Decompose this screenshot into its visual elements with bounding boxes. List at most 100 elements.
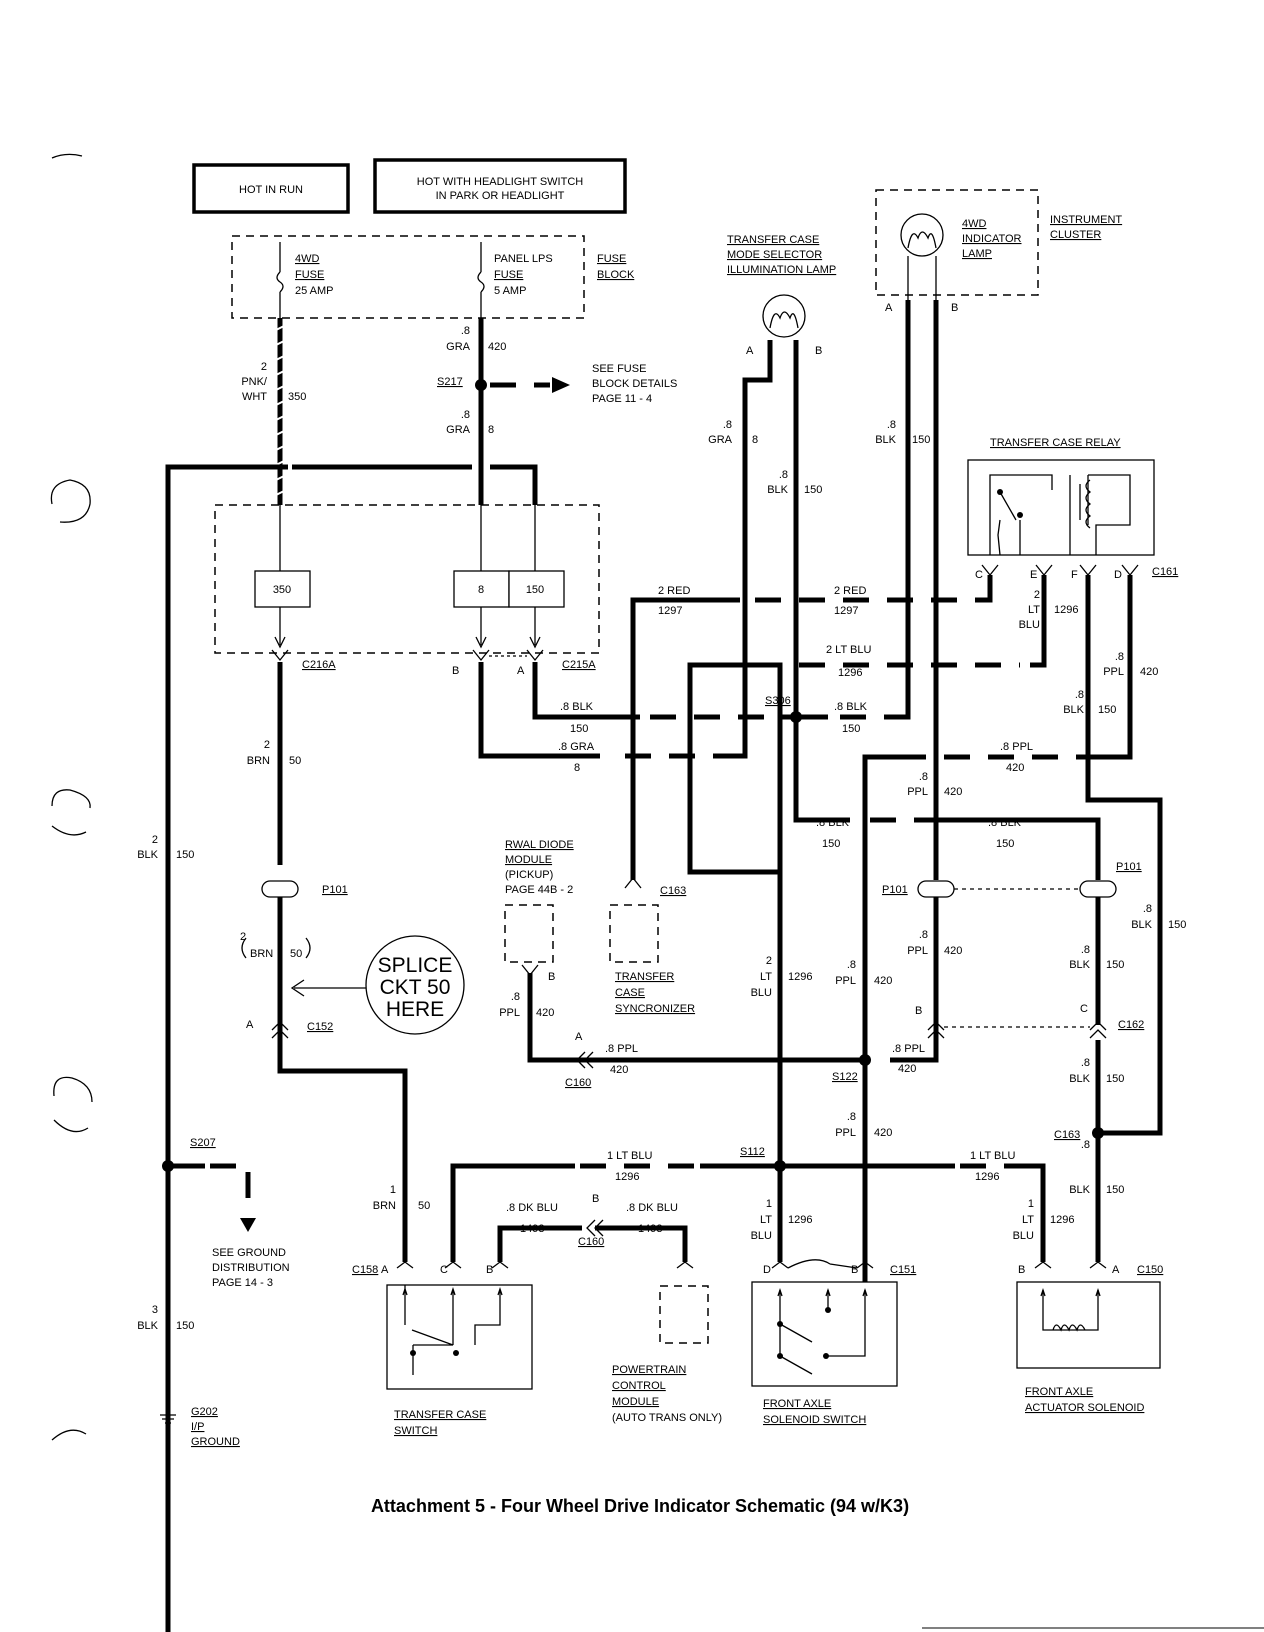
svg-text:1: 1 [766,1198,772,1210]
svg-text:D: D [763,1264,771,1276]
svg-text:.8 PPL: .8 PPL [1000,741,1033,753]
svg-text:3: 3 [152,1304,158,1316]
svg-text:P101: P101 [322,884,348,896]
svg-text:1: 1 [390,1184,396,1196]
transfer-case-switch: A C B C158 TRANSFER CASE SWITCH [352,1264,533,1437]
svg-text:SOLENOID SWITCH: SOLENOID SWITCH [763,1414,866,1426]
svg-text:B: B [452,665,459,677]
svg-text:TRANSFER: TRANSFER [615,971,674,983]
svg-text:1 LT BLU: 1 LT BLU [970,1150,1016,1162]
svg-text:SWITCH: SWITCH [394,1425,437,1437]
svg-text:.8 GRA: .8 GRA [558,741,595,753]
svg-text:BLOCK DETAILS: BLOCK DETAILS [592,378,677,390]
svg-text:420: 420 [610,1064,628,1076]
svg-text:.8: .8 [779,469,788,481]
svg-text:PPL: PPL [907,945,928,957]
svg-text:1296: 1296 [788,1214,812,1226]
svg-text:MODULE: MODULE [612,1396,659,1408]
svg-text:A: A [517,665,525,677]
svg-text:PAGE 14 - 3: PAGE 14 - 3 [212,1277,273,1289]
svg-text:.8: .8 [847,1111,856,1123]
svg-text:ACTUATOR SOLENOID: ACTUATOR SOLENOID [1025,1402,1144,1414]
svg-text:C151: C151 [890,1264,916,1276]
svg-text:HOT WITH HEADLIGHT SWITCH: HOT WITH HEADLIGHT SWITCH [417,176,583,188]
svg-text:BLK: BLK [875,434,896,446]
svg-text:FRONT AXLE: FRONT AXLE [763,1398,831,1410]
svg-text:1297: 1297 [834,605,858,617]
svg-text:1296: 1296 [975,1171,999,1183]
svg-text:BLK: BLK [1131,919,1152,931]
svg-text:1296: 1296 [838,667,862,679]
svg-text:1: 1 [1028,1198,1034,1210]
svg-text:2 RED: 2 RED [658,585,690,597]
svg-text:.8: .8 [847,959,856,971]
svg-text:HERE: HERE [386,998,444,1021]
svg-text:INDICATOR: INDICATOR [962,233,1022,245]
svg-text:C158: C158 [352,1264,378,1276]
svg-text:C160: C160 [565,1077,591,1089]
svg-text:MODE SELECTOR: MODE SELECTOR [727,249,822,261]
svg-text:CONTROL: CONTROL [612,1380,666,1392]
svg-text:A: A [575,1031,583,1043]
svg-text:420: 420 [1006,762,1024,774]
svg-text:.8: .8 [1081,1139,1090,1151]
svg-text:A: A [381,1264,389,1276]
svg-text:5 AMP: 5 AMP [494,285,526,297]
svg-text:GRA: GRA [708,434,733,446]
svg-text:.8 PPL: .8 PPL [605,1043,638,1055]
svg-text:2: 2 [152,834,158,846]
svg-text:BLU: BLU [751,987,772,999]
svg-text:F: F [1071,569,1078,581]
svg-text:FUSE: FUSE [494,269,523,281]
svg-text:FUSE: FUSE [295,269,324,281]
svg-text:PPL: PPL [907,786,928,798]
svg-text:150: 150 [526,584,544,596]
svg-text:GRA: GRA [446,424,471,436]
svg-text:.8 BLK: .8 BLK [988,817,1022,829]
svg-text:RWAL DIODE: RWAL DIODE [505,839,574,851]
svg-text:LT: LT [1028,604,1040,616]
svg-text:420: 420 [944,945,962,957]
svg-text:150: 150 [1098,704,1116,716]
binder-holes [50,153,93,1441]
svg-text:SEE FUSE: SEE FUSE [592,363,646,375]
svg-text:2: 2 [240,931,246,943]
svg-text:BLU: BLU [1019,619,1040,631]
svg-text:BRN: BRN [250,948,273,960]
svg-text:PANEL LPS: PANEL LPS [494,253,553,265]
svg-text:.8 BLK: .8 BLK [834,701,868,713]
svg-text:B: B [851,1264,858,1276]
svg-text:.8: .8 [1075,689,1084,701]
svg-text:PPL: PPL [835,975,856,987]
svg-text:8: 8 [574,762,580,774]
svg-text:150: 150 [1106,1073,1124,1085]
svg-text:B: B [951,302,958,314]
svg-text:150: 150 [570,723,588,735]
svg-text:SEE GROUND: SEE GROUND [212,1247,286,1259]
svg-text:S217: S217 [437,376,463,388]
svg-text:150: 150 [822,838,840,850]
svg-text:BLK: BLK [1069,959,1090,971]
svg-text:BLK: BLK [1069,1073,1090,1085]
svg-text:420: 420 [944,786,962,798]
svg-text:MODULE: MODULE [505,854,552,866]
svg-text:.8: .8 [919,771,928,783]
svg-text:A: A [746,345,754,357]
svg-text:1296: 1296 [615,1171,639,1183]
svg-text:.8: .8 [511,991,520,1003]
svg-text:150: 150 [1168,919,1186,931]
svg-text:C: C [975,569,983,581]
svg-text:2: 2 [1034,589,1040,601]
svg-text:A: A [885,302,893,314]
svg-text:150: 150 [176,849,194,861]
p101-connectors: P101 P101 P101 [261,861,1142,1028]
svg-text:1493: 1493 [520,1223,544,1235]
svg-text:LT: LT [1022,1214,1034,1226]
svg-text:CASE: CASE [615,987,645,999]
svg-text:BLU: BLU [751,1230,772,1242]
svg-text:1297: 1297 [658,605,682,617]
svg-text:8: 8 [488,424,494,436]
svg-text:150: 150 [912,434,930,446]
svg-text:POWERTRAIN: POWERTRAIN [612,1364,686,1376]
svg-text:50: 50 [418,1200,430,1212]
